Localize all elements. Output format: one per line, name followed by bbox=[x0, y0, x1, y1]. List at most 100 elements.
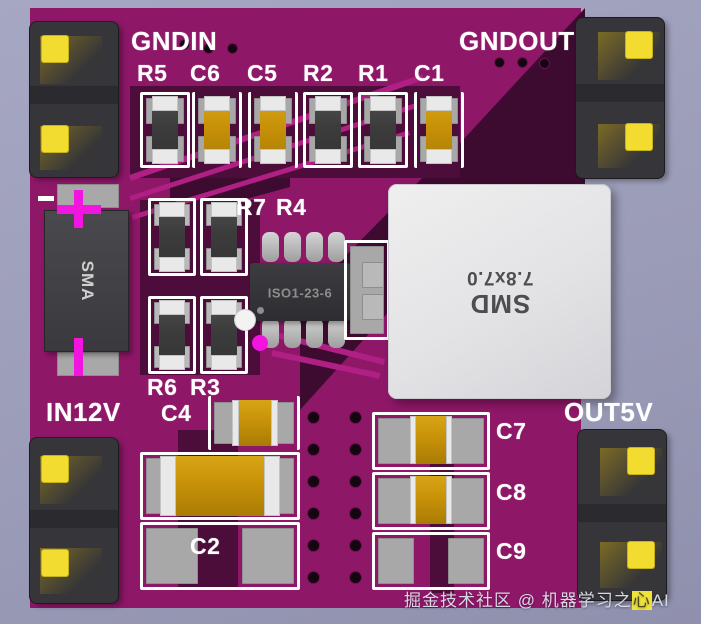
test-point-white[interactable] bbox=[235, 310, 255, 330]
pad-c8-1 bbox=[378, 478, 414, 524]
sma-marking: SMA bbox=[77, 260, 97, 302]
via-grid-1-4 bbox=[308, 508, 319, 519]
via-grid-1-5 bbox=[308, 540, 319, 551]
connector-pin-gnd-out-2 bbox=[626, 124, 652, 150]
via-top-4 bbox=[495, 58, 504, 67]
silk-outline-c2 bbox=[140, 452, 300, 520]
test-point-magenta[interactable] bbox=[252, 335, 268, 351]
inductor-marking-line1: SMD bbox=[469, 288, 530, 319]
silk-outline-c6 bbox=[192, 92, 242, 168]
component-r5 bbox=[152, 96, 178, 164]
silk-edge-mark-left bbox=[38, 196, 54, 201]
via-top-5 bbox=[518, 58, 527, 67]
silk-outline-r2 bbox=[303, 92, 353, 168]
silk-label-in12v: IN12V bbox=[46, 397, 121, 427]
component-c1 bbox=[426, 96, 452, 164]
silk-ref-r4: R4 bbox=[276, 194, 307, 220]
component-r6 bbox=[159, 300, 185, 370]
via-grid-1-6 bbox=[308, 572, 319, 583]
via-grid-2-6 bbox=[350, 572, 361, 583]
silk-ref-r6: R6 bbox=[147, 374, 178, 400]
connector-pin-gnd-out-1 bbox=[626, 32, 652, 58]
pad-c7-2 bbox=[448, 418, 484, 464]
component-c7 bbox=[410, 416, 452, 464]
pad-mid-lower bbox=[362, 294, 384, 320]
silk-ref-c1: C1 bbox=[414, 60, 445, 86]
component-r7 bbox=[159, 202, 185, 272]
via-grid-1-3 bbox=[308, 476, 319, 487]
component-c2 bbox=[160, 456, 280, 516]
silk-outline-r1 bbox=[358, 92, 408, 168]
silk-outline-r3 bbox=[200, 296, 248, 374]
via-grid-2-2 bbox=[350, 444, 361, 455]
polarity-plus-bar-v bbox=[74, 190, 83, 228]
silk-label-gndin: GNDIN bbox=[131, 26, 218, 56]
silk-outline-c7 bbox=[372, 412, 490, 470]
via-grid-1-1 bbox=[308, 412, 319, 423]
connector-pin-out5v-2 bbox=[628, 542, 654, 568]
silk-outline-r4 bbox=[200, 198, 248, 276]
ic-lead-bottom-3 bbox=[306, 318, 323, 348]
pad-sma-anode bbox=[57, 184, 119, 208]
ic-lead-top-3 bbox=[306, 232, 323, 262]
pad-c7-1 bbox=[378, 418, 414, 464]
pad-c2-spare-1 bbox=[146, 528, 198, 584]
ic-lead-top-4 bbox=[328, 232, 345, 262]
pad-c8-2 bbox=[448, 478, 484, 524]
component-r4 bbox=[211, 202, 237, 272]
component-r2 bbox=[315, 96, 341, 164]
connector-pin-in12v-2 bbox=[42, 550, 68, 576]
silk-outline-r5 bbox=[140, 92, 190, 168]
component-c6 bbox=[204, 96, 230, 164]
component-c4 bbox=[232, 400, 278, 446]
via-grid-1-2 bbox=[308, 444, 319, 455]
component-c8 bbox=[410, 476, 452, 524]
polarity-cathode-bar bbox=[74, 338, 83, 376]
connector-pin-in12v-1 bbox=[42, 456, 68, 482]
silk-outline-c8 bbox=[372, 472, 490, 530]
silk-label-gndout: GNDOUT bbox=[459, 26, 575, 56]
watermark-highlight: 心 bbox=[631, 591, 652, 610]
via-grid-2-3 bbox=[350, 476, 361, 487]
silk-ref-r3: R3 bbox=[190, 374, 221, 400]
component-c5 bbox=[260, 96, 286, 164]
via-top-3 bbox=[228, 44, 237, 53]
silk-outline-c9 bbox=[372, 532, 490, 590]
connector-out-5v[interactable] bbox=[578, 430, 666, 600]
silk-outline-c5 bbox=[248, 92, 298, 168]
pad-c9-2 bbox=[448, 538, 484, 584]
connector-pin-gnd-in-1 bbox=[42, 36, 68, 62]
connector-gnd-in[interactable] bbox=[30, 22, 118, 177]
component-smd-inductor: SMD 7.8x7.0 bbox=[388, 184, 611, 399]
silk-ref-c8: C8 bbox=[496, 479, 527, 505]
connector-pin-gnd-in-2 bbox=[42, 126, 68, 152]
silk-ref-c5: C5 bbox=[247, 60, 278, 86]
connector-gnd-out[interactable] bbox=[576, 18, 664, 178]
pad-c9-1 bbox=[378, 538, 414, 584]
silk-label-out5v: OUT5V bbox=[564, 397, 654, 427]
watermark: 掘金技术社区 @ 机器学习之心AI bbox=[404, 586, 670, 611]
component-ic-sot23-6: ISO1-23-6 bbox=[250, 263, 350, 321]
ic-lead-bottom-4 bbox=[328, 318, 345, 348]
silk-ref-c9: C9 bbox=[496, 538, 527, 564]
pad-mid-upper bbox=[362, 262, 384, 288]
silk-outline-c4 bbox=[208, 396, 300, 450]
component-sma-diode: SMA bbox=[44, 210, 129, 352]
connector-in-12v[interactable] bbox=[30, 438, 118, 603]
silk-outline-c1 bbox=[414, 92, 464, 168]
silk-outline-r6 bbox=[148, 296, 196, 374]
via-grid-2-5 bbox=[350, 540, 361, 551]
silk-ref-r2: R2 bbox=[303, 60, 334, 86]
via-grid-2-4 bbox=[350, 508, 361, 519]
via-top-1 bbox=[180, 40, 189, 49]
pad-c2-spare-2 bbox=[242, 528, 294, 584]
component-r3 bbox=[211, 300, 237, 370]
pad-sma-cathode bbox=[57, 352, 119, 376]
silk-outline-c2-spare bbox=[140, 522, 300, 590]
via-top-6 bbox=[540, 59, 549, 68]
silk-ref-c6: C6 bbox=[190, 60, 221, 86]
ic-lead-top-2 bbox=[284, 232, 301, 262]
component-r1 bbox=[370, 96, 396, 164]
pad-mid-left bbox=[350, 246, 384, 334]
silk-ref-r1: R1 bbox=[358, 60, 389, 86]
